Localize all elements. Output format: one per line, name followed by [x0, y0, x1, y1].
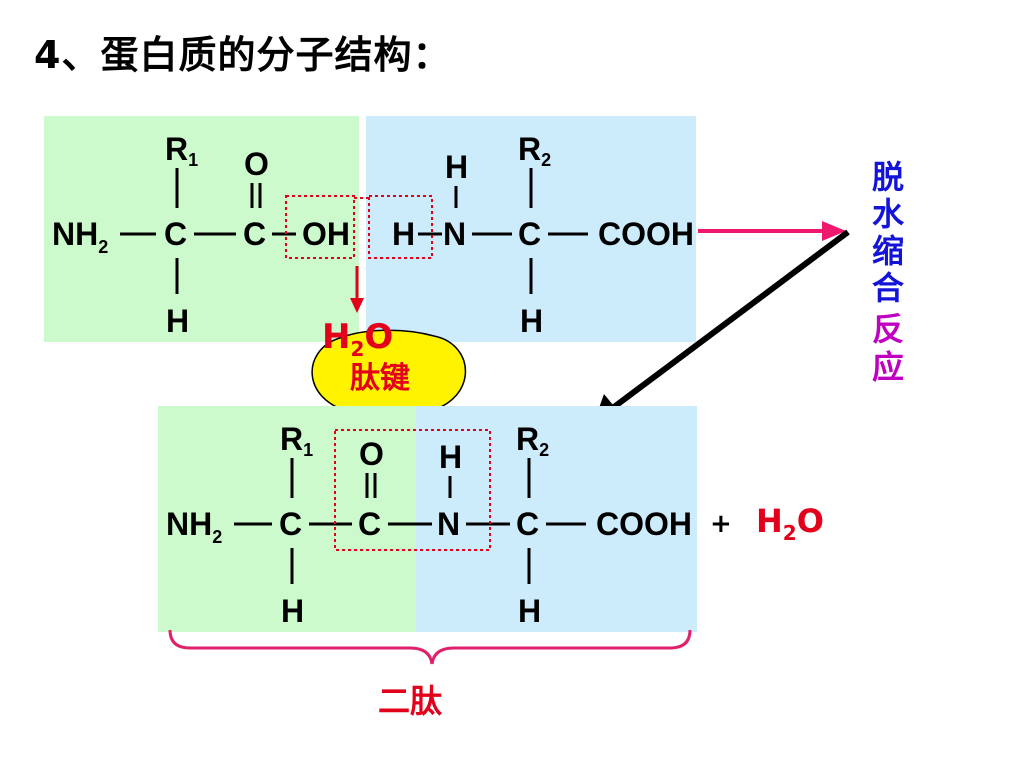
top-r1-label: R1	[165, 131, 198, 170]
reaction-label-char-6: 应	[872, 348, 904, 386]
top-n-label: N	[443, 216, 466, 252]
water-removal-arrowhead	[350, 298, 364, 313]
top-c2-label: C	[243, 216, 266, 252]
bottom-h-top-label: H	[439, 439, 462, 475]
bottom-h-bottom2-label: H	[518, 593, 541, 629]
top-nh2-label: NH2	[52, 216, 108, 257]
top-c1-label: C	[164, 216, 187, 252]
bottom-c3-label: C	[516, 506, 539, 542]
bottom-o-label: O	[359, 436, 384, 472]
byproduct-plus: +	[710, 509, 732, 539]
bottom-nh2-label: NH2	[166, 506, 222, 547]
reaction-label-char-1: 脱	[872, 158, 904, 196]
dipeptide-brace	[168, 629, 692, 665]
bottom-r1-label: R1	[280, 421, 313, 460]
top-h-bottom2-label: H	[520, 303, 543, 339]
top-oh-label: OH	[302, 216, 350, 252]
h-dotted-box	[368, 195, 433, 259]
bottom-cooh-label: COOH	[596, 506, 692, 542]
bottom-green-panel	[158, 406, 416, 632]
top-o-label: O	[244, 146, 269, 182]
reaction-label-char-4: 合	[872, 269, 904, 307]
top-r2-label: R2	[518, 131, 551, 170]
dipeptide-label: 二肽	[378, 682, 443, 720]
oh-dotted-box	[285, 195, 355, 259]
reaction-right-arrowhead	[822, 221, 846, 241]
top-h-top-label: H	[445, 149, 468, 185]
reaction-label-char-3: 缩	[872, 232, 904, 270]
peptide-bond-label: 肽键	[350, 361, 410, 396]
byproduct-water-label: H2O	[756, 502, 824, 545]
top-h-left-label: H	[392, 216, 415, 252]
bottom-c1-label: C	[279, 506, 302, 542]
top-c3-label: C	[518, 216, 541, 252]
bottom-r2-label: R2	[516, 421, 549, 460]
reaction-label-char-5: 反	[872, 310, 904, 348]
slide-title: 4、蛋白质的分子结构：	[34, 33, 452, 77]
bottom-n-label: N	[437, 506, 460, 542]
top-green-panel	[44, 116, 359, 342]
top-blue-panel	[366, 116, 696, 342]
reaction-label-char-2: 水	[872, 195, 905, 233]
top-h-bottom1-label: H	[166, 303, 189, 339]
bottom-h-bottom1-label: H	[281, 593, 304, 629]
bottom-c2-label: C	[358, 506, 381, 542]
top-cooh-label: COOH	[598, 216, 694, 252]
bottom-blue-panel	[416, 406, 697, 632]
reaction-diagonal-arrow	[608, 229, 850, 413]
water-out-label: H2O	[322, 317, 393, 361]
